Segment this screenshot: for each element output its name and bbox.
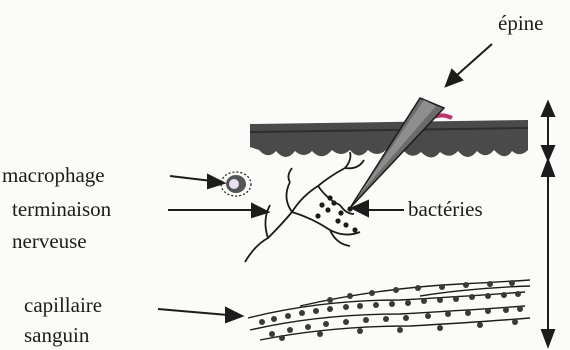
label-capillaire: capillaire: [24, 293, 102, 317]
macrophage-cell: [221, 172, 251, 196]
arrow-macrophage: [170, 176, 212, 181]
arrowhead-capillaire: [226, 308, 242, 322]
arrow-epine: [456, 44, 492, 76]
label-nerveuse: nerveuse: [12, 229, 87, 253]
pointer-arrows: [158, 44, 492, 322]
label-terminaison: terminaison: [12, 197, 112, 221]
arrow-capillaire: [158, 309, 228, 315]
label-epine: épine: [498, 11, 543, 35]
label-bacteries: bactéries: [408, 197, 483, 221]
nerve-ending: [245, 152, 364, 262]
label-sanguin: sanguin: [24, 323, 90, 347]
depth-scale: [542, 102, 554, 346]
blood-capillary: [248, 280, 530, 341]
label-macrophage: macrophage: [2, 163, 105, 187]
